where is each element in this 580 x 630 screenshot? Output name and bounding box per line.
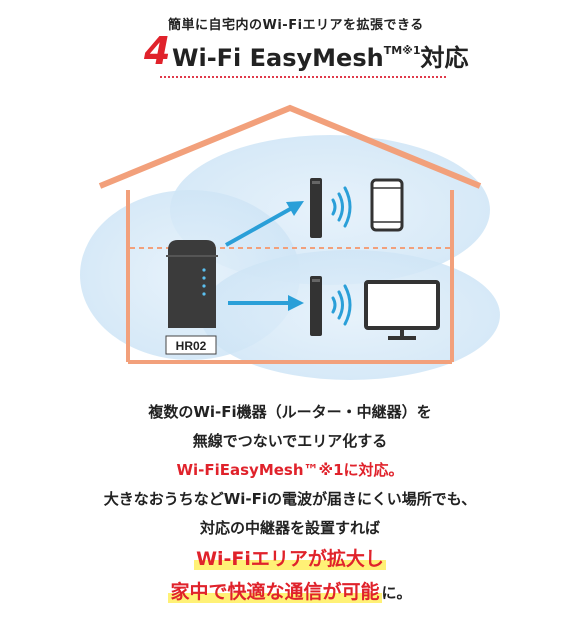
description-line-3: Wi-FiEasyMesh™※1に対応。: [176, 461, 404, 479]
arrow-lower: [228, 295, 304, 311]
smartphone-icon: [370, 178, 404, 232]
repeater-icon: [310, 178, 322, 238]
mesh-illustration: HR02: [0, 90, 580, 390]
highlight-line-2: 家中で快適な通信が可能に。: [0, 576, 580, 610]
title-underline: [160, 76, 446, 78]
feature-description: 複数のWi-Fi機器（ルーター・中継器）を 無線でつないでエリア化する Wi-F…: [0, 398, 580, 610]
feature-title: Wi-Fi EasyMeshTM※1対応: [172, 38, 469, 73]
description-line-1: 複数のWi-Fi機器（ルーター・中継器）を: [148, 403, 432, 421]
highlight-text-2: 家中で快適な通信が可能: [168, 581, 382, 603]
feature-subtitle: 簡単に自宅内のWi-Fiエリアを拡張できる: [168, 18, 424, 33]
description-line-5: 対応の中継器を設置すれば: [199, 519, 380, 537]
device-label-box: [165, 335, 217, 355]
highlight-tail: に。: [381, 584, 412, 602]
mesh-illustration-svg: HR02: [80, 104, 500, 380]
wifi-signal-icon: [331, 284, 352, 326]
feature-title-main: Wi-Fi EasyMesh: [172, 44, 384, 72]
house-outline-icon: [98, 104, 482, 364]
description-line-2: 無線でつないでエリア化する: [192, 432, 388, 450]
repeater-icon: [310, 276, 322, 336]
feature-header: 簡単に自宅内のWi-Fiエリアを拡張できる 4 Wi-Fi EasyMeshTM…: [0, 0, 580, 80]
highlight-line-1: Wi-Fiエリアが拡大し: [0, 543, 580, 576]
device-label: HR02: [176, 339, 207, 353]
feature-title-suffix: 対応: [420, 44, 469, 72]
monitor-icon: [364, 280, 440, 340]
wifi-signal-icon: [331, 186, 352, 228]
feature-number: 4: [144, 29, 171, 73]
highlight-text-1: Wi-Fiエリアが拡大し: [194, 548, 386, 570]
router-icon: [166, 240, 218, 328]
description-line-4: 大きなおうちなどWi-Fiの電波が届きにくい場所でも、: [103, 490, 477, 508]
arrow-upper: [225, 201, 304, 247]
feature-title-sup: TM※1: [383, 44, 421, 57]
